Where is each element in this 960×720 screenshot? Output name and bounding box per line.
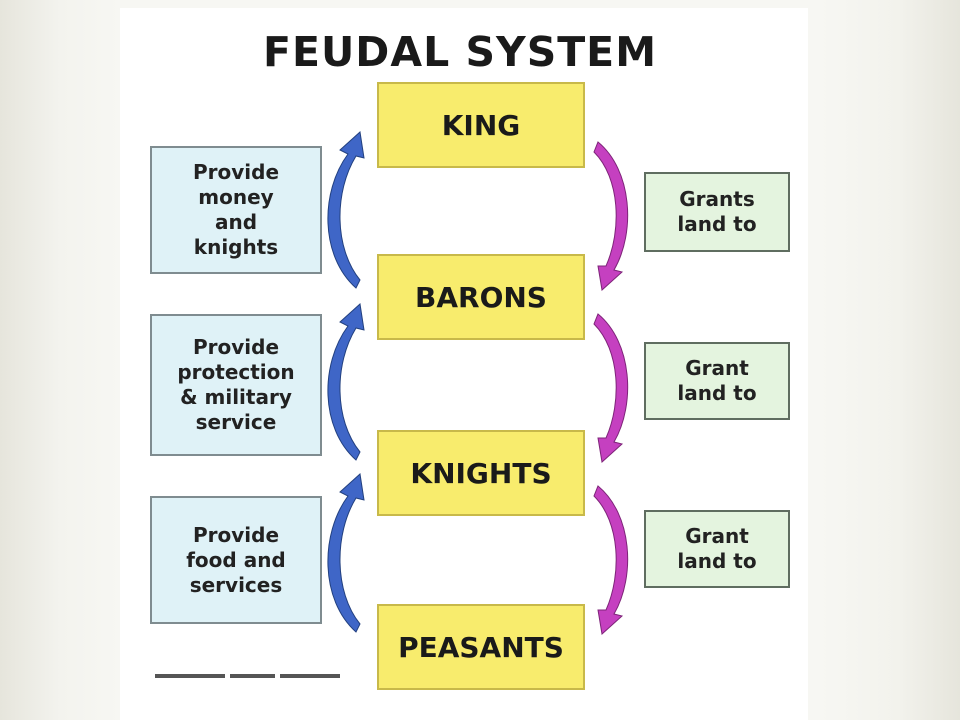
rank-king: KING xyxy=(377,82,585,168)
down-arrow-2 xyxy=(593,313,629,463)
grant-box-king: Grants land to xyxy=(644,172,790,252)
duty-box-peasants: Provide food and services xyxy=(150,496,322,624)
duty-box-barons: Provide money and knights xyxy=(150,146,322,274)
rank-peasants: PEASANTS xyxy=(377,604,585,690)
rank-barons: BARONS xyxy=(377,254,585,340)
up-arrow-1 xyxy=(327,131,365,289)
duty-box-knights: Provide protection & military service xyxy=(150,314,322,456)
copyright-line xyxy=(155,674,365,680)
arrows-layer xyxy=(327,131,629,635)
grant-box-barons: Grant land to xyxy=(644,342,790,420)
feudal-poster: FEUDAL SYSTEM KING BARONS KNIGHTS PEASAN… xyxy=(120,8,808,720)
down-arrow-3 xyxy=(593,485,629,635)
down-arrow-1 xyxy=(593,141,629,291)
grant-box-knights: Grant land to xyxy=(644,510,790,588)
up-arrow-2 xyxy=(327,303,365,461)
rank-knights: KNIGHTS xyxy=(377,430,585,516)
up-arrow-3 xyxy=(327,473,365,633)
diagram-title: FEUDAL SYSTEM xyxy=(263,28,657,76)
